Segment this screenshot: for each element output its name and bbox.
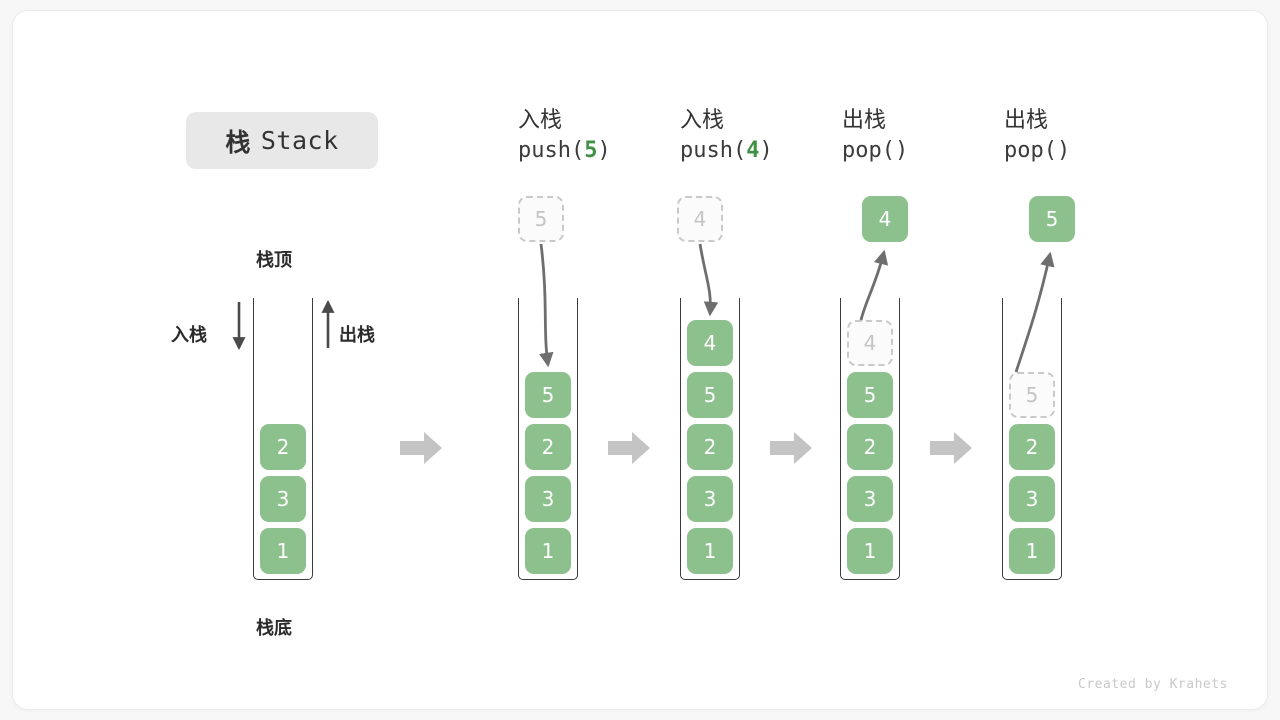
operation-name-pop-2: 出栈 [1004,108,1049,133]
stack-cell-pop-2-2: 3 [1009,476,1055,522]
stack-cell-pop-1-2: 2 [847,424,893,470]
floating-cell-pop-1: 4 [862,196,908,242]
stack-cell-initial-1: 1 [260,528,306,574]
stack-cell-push-5-0: 5 [525,372,571,418]
operation-name-push-4: 入栈 [680,108,725,133]
watermark-credit: Created by Krahets [1078,677,1228,692]
operation-code-pop-2: pop() [1004,138,1071,164]
operation-label-push-5: 入栈 push(5) [518,106,611,167]
stack-cell-pop-1-0: 4 [847,320,893,366]
figure-title-latin: Stack [260,126,339,155]
annotation-pop-side: 出栈 [339,325,375,346]
annotation-push-side: 入栈 [171,325,207,346]
figure-title-chip: 栈 Stack [186,112,378,169]
operation-name-push-5: 入栈 [518,108,563,133]
operation-arg-push-5: 5 [584,138,598,164]
stack-cell-pop-1-4: 1 [847,528,893,574]
step-separator-arrow-1 [400,432,442,464]
annotation-stack-bottom: 栈底 [256,618,292,639]
floating-cell-pop-2: 5 [1029,196,1075,242]
step-separator-arrow-2 [608,432,650,464]
stack-cell-push-4-1: 5 [687,372,733,418]
floating-cell-push-4: 4 [677,196,723,242]
stack-cell-push-5-1: 2 [525,424,571,470]
stack-cell-push-4-0: 4 [687,320,733,366]
stack-cell-initial-2: 2 [260,424,306,470]
stack-cell-push-5-3: 1 [525,528,571,574]
stack-cell-push-5-2: 3 [525,476,571,522]
floating-cell-push-5: 5 [518,196,564,242]
step-separator-arrow-4 [930,432,972,464]
stack-cell-push-4-4: 1 [687,528,733,574]
stack-cell-initial-3: 3 [260,476,306,522]
operation-label-pop-1: 出栈 pop() [842,106,908,167]
stack-cell-pop-2-3: 1 [1009,528,1055,574]
operation-name-pop-1: 出栈 [842,108,887,133]
operation-label-pop-2: 出栈 pop() [1004,106,1070,167]
figure-title-cjk: 栈 [225,127,251,157]
operation-code-pop-1: pop() [842,138,909,164]
step-separator-arrow-3 [770,432,812,464]
annotation-stack-top: 栈顶 [256,250,292,271]
stack-cell-pop-2-1: 2 [1009,424,1055,470]
stack-cell-push-4-3: 3 [687,476,733,522]
stack-cell-push-4-2: 2 [687,424,733,470]
operation-code-push-4: push(4) [680,138,773,164]
stack-cell-pop-1-3: 3 [847,476,893,522]
operation-code-push-5: push(5) [518,138,611,164]
operation-label-push-4: 入栈 push(4) [680,106,773,167]
stack-cell-pop-2-0: 5 [1009,372,1055,418]
stack-cell-pop-1-1: 5 [847,372,893,418]
operation-arg-push-4: 4 [746,138,760,164]
